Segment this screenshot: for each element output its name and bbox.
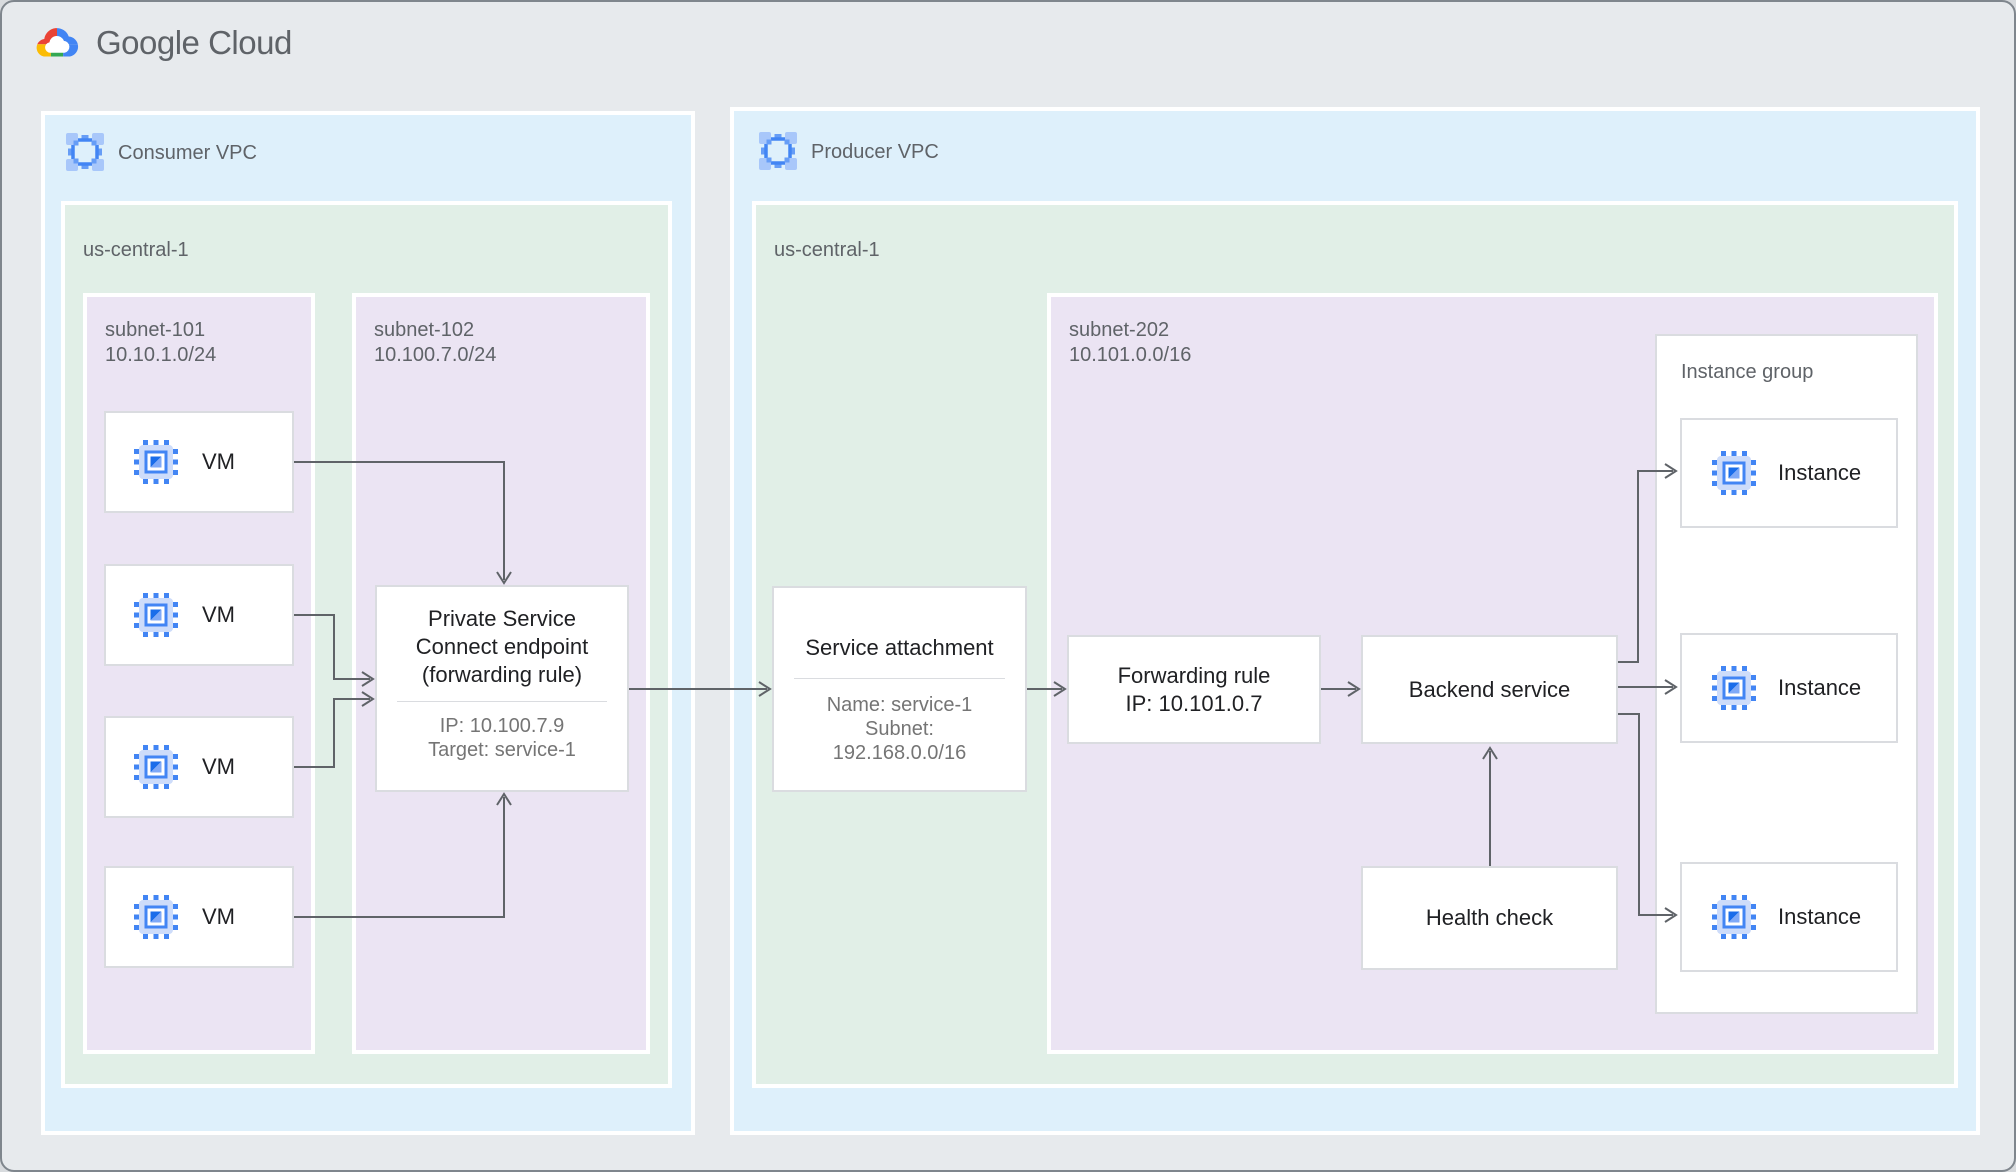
vm-node-2: VM bbox=[104, 564, 294, 666]
producer-vpc-label: Producer VPC bbox=[811, 141, 939, 163]
health-check-node: Health check bbox=[1361, 866, 1618, 970]
psc-endpoint-ip: IP: 10.100.7.9 bbox=[439, 715, 565, 737]
consumer-vpc-label: Consumer VPC bbox=[118, 142, 257, 164]
vpc-network-icon bbox=[66, 133, 104, 171]
compute-engine-icon bbox=[1712, 451, 1756, 495]
instance-label: Instance bbox=[1778, 460, 1862, 485]
consumer-region-label: us-central-1 bbox=[83, 239, 189, 261]
compute-engine-icon bbox=[134, 745, 178, 789]
vm-label: VM bbox=[202, 904, 235, 929]
subnet-102-cidr: 10.100.7.0/24 bbox=[374, 344, 497, 366]
forwarding-rule-node: Forwarding rule IP: 10.101.0.7 bbox=[1067, 635, 1321, 744]
subnet-101-label: subnet-101 10.10.1.0/24 bbox=[105, 318, 216, 368]
backend-service-node: Backend service bbox=[1361, 635, 1618, 744]
subnet-102-label: subnet-102 10.100.7.0/24 bbox=[374, 318, 496, 368]
instance-label: Instance bbox=[1778, 675, 1862, 700]
forwarding-rule-line1: Forwarding rule bbox=[1117, 662, 1271, 688]
vm-label: VM bbox=[202, 449, 235, 474]
vm-label: VM bbox=[202, 754, 235, 779]
instance-node-3: Instance bbox=[1680, 862, 1898, 972]
service-attachment-subnet-label: Subnet: bbox=[865, 718, 934, 740]
forwarding-rule-line2: IP: 10.101.0.7 bbox=[1125, 690, 1263, 716]
service-attachment-subnet-value: 192.168.0.0/16 bbox=[832, 742, 967, 764]
instance-node-1: Instance bbox=[1680, 418, 1898, 528]
backend-service-label: Backend service bbox=[1408, 676, 1571, 702]
psc-endpoint-title: Private Service Connect endpoint (forwar… bbox=[415, 606, 589, 687]
psc-endpoint-target: Target: service-1 bbox=[428, 739, 576, 761]
divider bbox=[397, 701, 607, 702]
instance-group-container: Instance group Instance Instance Instanc… bbox=[1655, 334, 1918, 1014]
vm-node-3: VM bbox=[104, 716, 294, 818]
instance-label: Instance bbox=[1778, 904, 1862, 929]
compute-engine-icon bbox=[134, 593, 178, 637]
instance-node-2: Instance bbox=[1680, 633, 1898, 743]
subnet-202-cidr: 10.101.0.0/16 bbox=[1069, 344, 1192, 366]
vpc-network-icon bbox=[759, 132, 797, 170]
subnet-102-name: subnet-102 bbox=[374, 319, 475, 341]
vm-label: VM bbox=[202, 602, 235, 627]
google-cloud-logo-icon bbox=[34, 25, 80, 62]
psc-endpoint-node: Private Service Connect endpoint (forwar… bbox=[375, 585, 629, 792]
subnet-202-label: subnet-202 10.101.0.0/16 bbox=[1069, 318, 1191, 368]
google-cloud-logo: Google Cloud bbox=[34, 24, 292, 62]
google-cloud-logo-text: Google Cloud bbox=[96, 24, 292, 61]
compute-engine-icon bbox=[134, 895, 178, 939]
compute-engine-icon bbox=[1712, 666, 1756, 710]
producer-region-label: us-central-1 bbox=[774, 239, 880, 261]
divider bbox=[794, 678, 1005, 679]
subnet-101-cidr: 10.10.1.0/24 bbox=[105, 344, 217, 366]
health-check-label: Health check bbox=[1425, 905, 1554, 930]
vm-node-4: VM bbox=[104, 866, 294, 968]
service-attachment-title: Service attachment bbox=[805, 635, 994, 660]
instance-group-label: Instance group bbox=[1681, 361, 1814, 383]
service-attachment-name: Name: service-1 bbox=[826, 694, 973, 716]
vm-node-1: VM bbox=[104, 411, 294, 513]
compute-engine-icon bbox=[134, 440, 178, 484]
service-attachment-node: Service attachment Name: service-1 Subne… bbox=[772, 586, 1027, 792]
subnet-202-name: subnet-202 bbox=[1069, 319, 1170, 341]
compute-engine-icon bbox=[1712, 895, 1756, 939]
subnet-101-name: subnet-101 bbox=[105, 319, 206, 341]
